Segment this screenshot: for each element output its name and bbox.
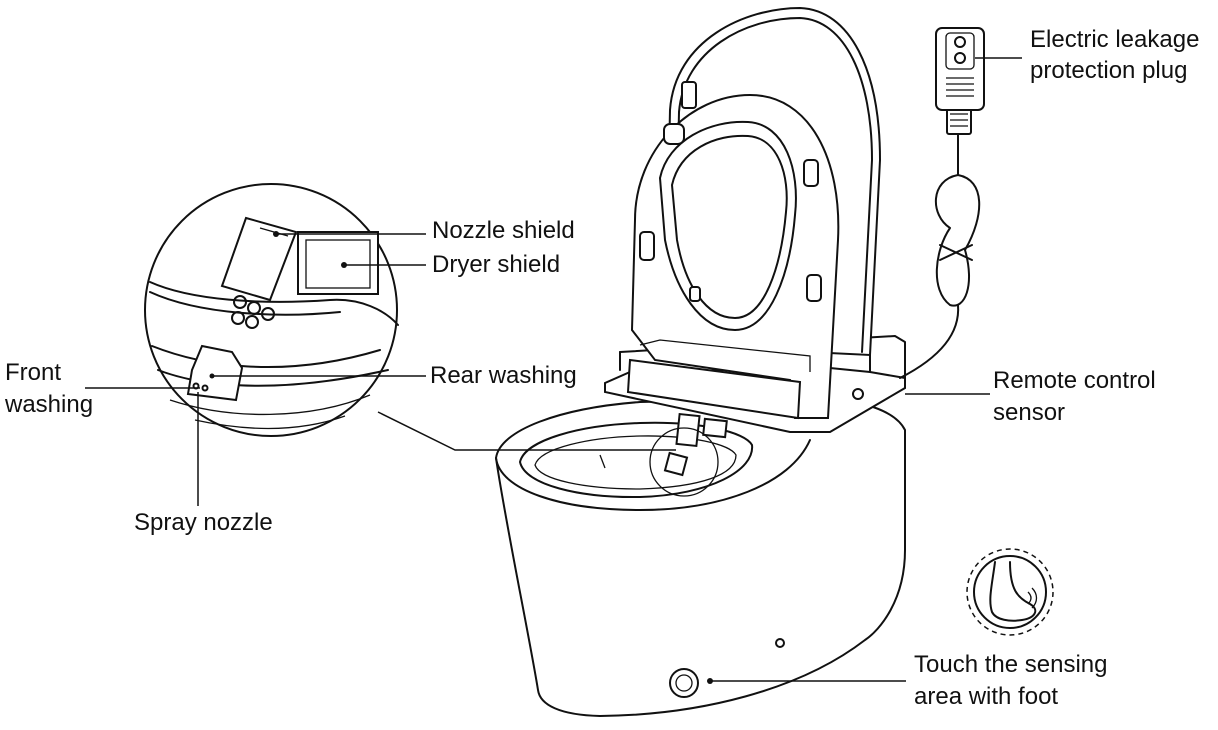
label-remote-control-1: Remote control	[993, 367, 1156, 394]
label-electric-leakage-1: Electric leakage	[1030, 26, 1199, 53]
label-spray-nozzle: Spray nozzle	[134, 509, 273, 536]
leakage-plug	[899, 27, 985, 379]
leader-lines	[85, 57, 1022, 682]
label-nozzle-shield: Nozzle shield	[432, 217, 575, 244]
label-front-washing-1: Front	[5, 359, 61, 386]
label-touch-sensing-2: area with foot	[914, 683, 1058, 710]
zoom-target-circle	[649, 427, 719, 497]
label-front-washing-2: washing	[4, 391, 93, 418]
foot-sensor-icon	[966, 548, 1054, 636]
label-dryer-shield: Dryer shield	[432, 251, 560, 278]
label-touch-sensing-1: Touch the sensing	[914, 651, 1107, 678]
toilet-seat	[626, 93, 840, 420]
label-electric-leakage-2: protection plug	[1030, 57, 1187, 84]
nozzle-zoom-view	[144, 183, 399, 437]
toilet-body	[494, 335, 906, 718]
zoom-connector-line	[377, 411, 676, 451]
label-rear-washing: Rear washing	[430, 362, 577, 389]
label-remote-control-2: sensor	[993, 399, 1065, 426]
